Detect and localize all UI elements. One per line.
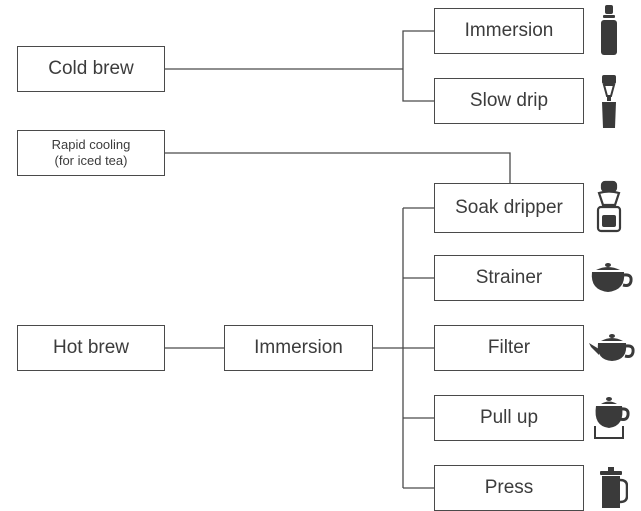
press-label: Press	[484, 477, 534, 498]
hot-brew-label: Hot brew	[52, 337, 130, 358]
rapid-cooling-label: Rapid cooling (for iced tea)	[51, 137, 131, 168]
press-box: Press	[434, 465, 584, 511]
drip-tower-icon	[602, 75, 616, 128]
hot-immersion-box: Immersion	[224, 325, 373, 371]
cold-immersion-box: Immersion	[434, 8, 584, 54]
strainer-label: Strainer	[475, 267, 543, 288]
hot-brew-box: Hot brew	[17, 325, 165, 371]
connector-rapid-cooling	[165, 152, 511, 183]
kettle-on-base-icon	[594, 397, 630, 439]
soak-dripper-icon	[596, 180, 622, 233]
pull-up-label: Pull up	[479, 407, 539, 428]
slow-drip-label: Slow drip	[469, 90, 549, 111]
teapot-icon	[591, 263, 633, 292]
soak-dripper-label: Soak dripper	[455, 197, 563, 218]
filter-box: Filter	[434, 325, 584, 371]
hot-immersion-label: Immersion	[254, 337, 343, 358]
strainer-box: Strainer	[434, 255, 584, 301]
cold-immersion-label: Immersion	[464, 20, 554, 41]
slow-drip-box: Slow drip	[434, 78, 584, 124]
french-press-icon	[600, 467, 628, 508]
filter-label: Filter	[487, 337, 531, 358]
cold-brew-bottle-icon	[601, 5, 617, 55]
rapid-cooling-box: Rapid cooling (for iced tea)	[17, 130, 165, 176]
pull-up-box: Pull up	[434, 395, 584, 441]
cold-brew-label: Cold brew	[48, 58, 134, 79]
connector-cold-bracket	[402, 30, 434, 102]
kyusu-teapot-icon	[589, 334, 635, 361]
cold-brew-box: Cold brew	[17, 46, 165, 92]
soak-dripper-box: Soak dripper	[434, 183, 584, 233]
